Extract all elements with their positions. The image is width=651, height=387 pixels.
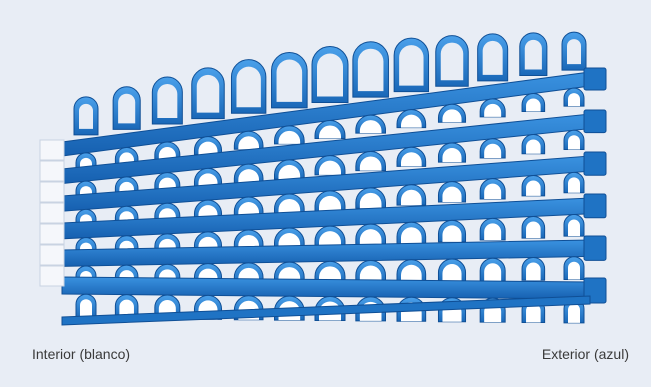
arch-loop-hole [359,156,382,171]
arch-loop-hole [278,164,301,180]
interior-edge-block [39,244,65,266]
arch-loop-hole [526,98,541,112]
arch-loop-hole [319,195,341,212]
interior-edge-block [39,139,65,161]
interior-edge-block [39,223,65,245]
arch-loop-hole [442,225,462,242]
arch-loop-hole [526,303,541,323]
arch-loop-hole [238,169,259,184]
arch-loop-hole [442,186,462,203]
arch-loop-hole [568,93,580,107]
arch-loop-hole [198,173,218,188]
arch-loop-hole [401,227,422,244]
arch-loop-hole [484,223,502,241]
product-render [39,31,607,326]
row-end-cap [583,235,607,261]
arch-loop-hole [359,120,382,134]
arch-loop-hole [484,263,502,282]
caption-exterior: Exterior (azul) [541,346,629,362]
interior-edge-block [39,181,65,203]
bottom-rail [61,295,591,326]
top-loop-hole [482,40,503,75]
interior-edge-block [39,160,65,182]
arch-loop-hole [526,139,541,154]
top-loop-hole [399,45,424,86]
arch-loop-hole [442,147,462,163]
top-loop-hole [118,93,136,124]
arch-loop-hole [568,177,580,193]
arch-loop-hole [484,143,502,158]
row-end-cap [583,109,607,134]
arch-loop-hole [158,147,176,161]
arch-loop-hole [198,141,218,155]
interior-edge-block [39,265,65,287]
arch-loop-hole [80,299,92,319]
top-loop-hole [79,103,94,129]
row-end-cap [583,151,607,176]
arch-loop-hole [484,103,502,117]
arch-loop-hole [526,221,541,239]
arch-loop-hole [442,264,462,282]
arch-loop-hole [568,303,580,323]
top-loop-hole [276,59,303,102]
top-loop-hole [317,53,343,97]
arch-loop-hole [401,152,422,167]
arch-loop-hole [401,189,422,206]
arch-loop-hole [359,192,382,209]
arch-loop-hole [319,231,341,248]
arch-loop-hole [568,261,580,280]
arch-loop-hole [484,183,502,199]
row-end-cap [583,67,607,91]
arch-loop-hole [401,264,422,283]
top-loop-hole [357,48,384,92]
top-loop-hole [524,39,542,70]
top-loop-hole [567,39,581,65]
row-end-cap [583,193,607,219]
top-loop-hole [236,66,261,108]
caption-interior: Interior (blanco) [32,346,131,362]
top-loop-hole [440,42,464,81]
top-loop-hole [196,74,220,113]
arch-loop-hole [568,219,580,237]
arch-loop-hole [278,198,301,215]
arch-loop-hole [359,229,382,246]
arch-loop-hole [238,136,259,150]
arch-loop-hole [526,180,541,196]
arch-loop-hole [442,109,462,123]
arch-loop-hole [359,265,382,284]
top-loop-hole [157,84,178,119]
arch-loop-hole [526,262,541,281]
arch-loop-hole [278,130,301,144]
arch-loop-hole [401,114,422,128]
arch-loop-hole [568,135,580,150]
interior-white-edge [39,139,65,287]
grid-back-layer [73,31,587,136]
arch-loop-hole [319,125,341,139]
grid-rows [61,67,607,326]
interior-edge-block [39,202,65,224]
arch-loop-hole [319,160,341,175]
grid-row-bar [61,276,591,300]
